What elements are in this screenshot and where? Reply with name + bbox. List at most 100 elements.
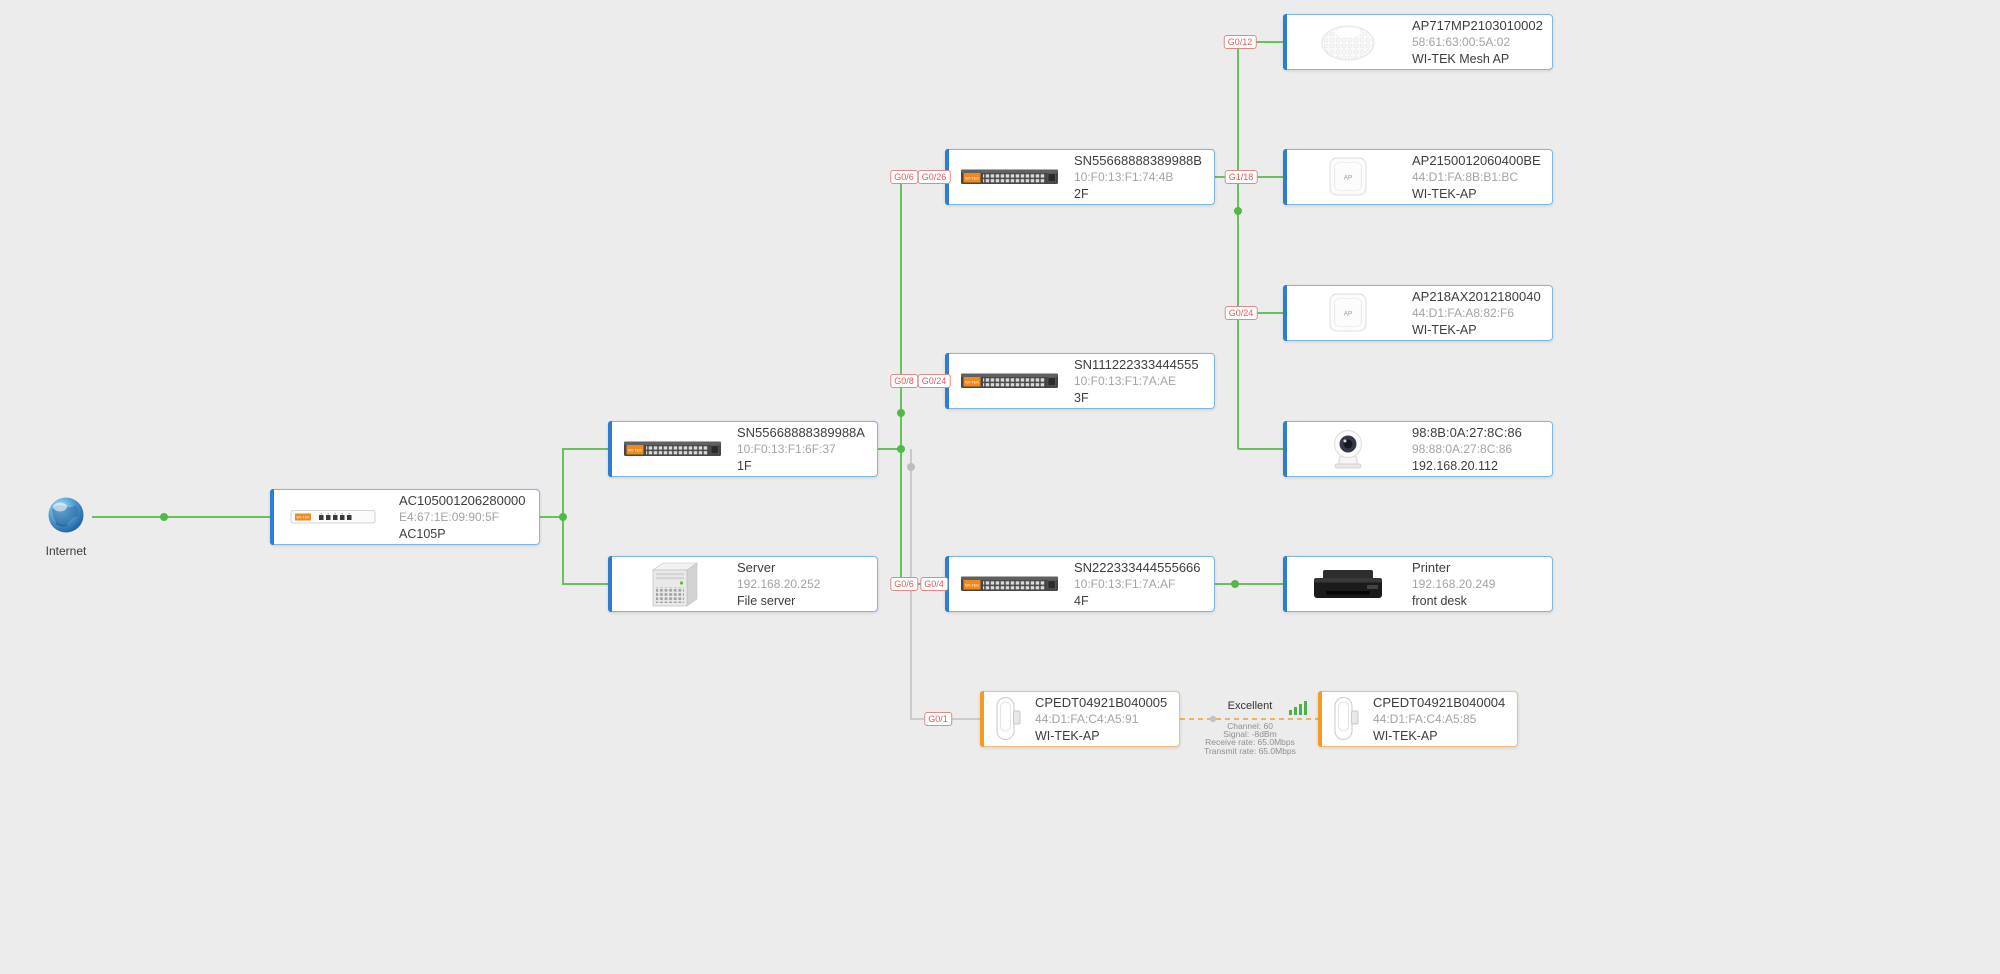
device-name: 4F — [1074, 593, 1089, 608]
port-label-g0-6b: G0/6 — [890, 577, 918, 591]
device-title: CPEDT04921B040005 — [1035, 694, 1168, 710]
device-title: AP2150012060400BE — [1412, 152, 1541, 168]
node-switch-1f[interactable]: WI-TEK SN55668888389988A 10:F0:13:F1:6F:… — [608, 421, 878, 477]
printer-icon — [1314, 570, 1382, 598]
node-cpe-040005[interactable]: CPEDT04921B040005 44:D1:FA:C4:A5:91 WI-T… — [980, 691, 1180, 747]
node-file-server[interactable]: Server 192.168.20.252 File server — [608, 556, 878, 612]
port-label-g0-6: G0/6 — [890, 170, 918, 184]
ap-image: AP — [1284, 155, 1412, 199]
device-mac: 44:D1:FA:C4:A5:91 — [1035, 711, 1139, 726]
device-ip: 192.168.20.112 — [1412, 458, 1498, 473]
device-name: WI-TEK-AP — [1035, 728, 1100, 743]
device-mac: 58:61:63:00:5A:02 — [1412, 34, 1511, 49]
port-label-g0-26: G0/26 — [917, 170, 951, 184]
brand-label: WI-TEK — [965, 582, 979, 587]
mesh-ap-icon — [1321, 25, 1375, 61]
brand-label: WI-TEK — [965, 379, 979, 384]
brand-label: WI-TEK — [296, 516, 310, 520]
device-title: SN55668888389988B — [1074, 152, 1202, 168]
node-internet[interactable]: Internet — [40, 495, 92, 558]
router-image: WI-TEK — [271, 504, 399, 530]
camera-icon — [1334, 430, 1362, 469]
wireless-channel: Channel: 60 — [1227, 721, 1273, 731]
device-ip: 192.168.20.249 — [1412, 576, 1496, 591]
cpe-image — [981, 694, 1035, 744]
node-ap-218ax[interactable]: AP AP218AX2012180040 44:D1:FA:A8:82:F6 W… — [1283, 285, 1553, 341]
switch-image: WI-TEK — [946, 571, 1074, 597]
node-camera[interactable]: 98:8B:0A:27:8C:86 98:88:0A:27:8C:86 192.… — [1283, 421, 1553, 477]
internet-label: Internet — [45, 544, 87, 558]
port-label-g0-4: G0/4 — [920, 577, 948, 591]
cpe-image — [1319, 694, 1373, 744]
device-mac: 10:F0:13:F1:6F:37 — [737, 441, 836, 456]
switch-icon: WI-TEK — [624, 441, 721, 456]
device-title: 98:8B:0A:27:8C:86 — [1412, 424, 1522, 440]
printer-image — [1284, 564, 1412, 604]
router-icon: WI-TEK — [290, 510, 376, 524]
wireless-receive-rate: Receive rate: 65.0Mbps — [1205, 737, 1295, 748]
device-title: AP717MP2103010002 — [1412, 17, 1543, 33]
port-label-g1-18: G1/18 — [1224, 170, 1258, 184]
switch-icon: WI-TEK — [961, 576, 1058, 591]
node-router-ac105p[interactable]: WI-TEK AC105001206280000 E4:67:1E:09:90:… — [270, 489, 540, 545]
ap-image: AP — [1284, 291, 1412, 335]
switch-image: WI-TEK — [946, 164, 1074, 190]
device-name: 3F — [1074, 390, 1089, 405]
port-label-g0-1: G0/1 — [924, 712, 952, 726]
port-label-g0-8: G0/8 — [890, 374, 918, 388]
server-icon — [652, 562, 698, 607]
cpe-icon — [996, 697, 1021, 740]
port-label-g0-12: G0/12 — [1223, 35, 1257, 49]
node-switch-3f[interactable]: WI-TEK SN111222333444555 10:F0:13:F1:7A:… — [945, 353, 1215, 409]
ap-badge-label: AP — [1344, 311, 1353, 318]
node-switch-2f[interactable]: WI-TEK SN55668888389988B 10:F0:13:F1:74:… — [945, 149, 1215, 205]
device-title: AC105001206280000 — [399, 492, 526, 508]
device-title: SN111222333444555 — [1074, 356, 1199, 372]
ap-icon: AP — [1329, 157, 1367, 196]
device-title: AP218AX2012180040 — [1412, 288, 1541, 304]
device-mac: 44:D1:FA:A8:82:F6 — [1412, 305, 1515, 320]
device-ip: 192.168.20.252 — [737, 576, 821, 591]
ap-icon: AP — [1329, 293, 1367, 332]
switch-icon: WI-TEK — [961, 169, 1058, 184]
device-title: SN55668888389988A — [737, 424, 865, 440]
switch-image: WI-TEK — [946, 368, 1074, 394]
device-name: 2F — [1074, 186, 1089, 201]
node-printer[interactable]: Printer 192.168.20.249 front desk — [1283, 556, 1553, 612]
device-name: WI-TEK-AP — [1373, 728, 1438, 743]
device-mac: 44:D1:FA:C4:A5:85 — [1373, 711, 1477, 726]
device-title: SN222333444555666 — [1074, 559, 1201, 575]
device-name: 1F — [737, 458, 752, 473]
device-name: AC105P — [399, 526, 446, 541]
device-name: front desk — [1412, 593, 1467, 608]
device-mac: 44:D1:FA:8B:B1:BC — [1412, 169, 1519, 184]
port-label-g0-24b: G0/24 — [917, 374, 951, 388]
brand-label: WI-TEK — [965, 175, 979, 180]
signal-bars-icon — [1289, 701, 1307, 720]
wireless-quality-label: Excellent — [1227, 700, 1273, 712]
device-mac: 98:88:0A:27:8C:86 — [1412, 441, 1513, 456]
cpe-icon — [1334, 697, 1359, 740]
device-mac: E4:67:1E:09:90:5F — [399, 509, 500, 524]
switch-icon: WI-TEK — [961, 373, 1058, 388]
mesh-ap-image — [1284, 19, 1412, 65]
device-name: WI-TEK Mesh AP — [1412, 51, 1510, 66]
internet-globe-icon — [48, 497, 84, 533]
ap-badge-label: AP — [1344, 175, 1353, 182]
device-title: CPEDT04921B040004 — [1373, 694, 1506, 710]
node-ap-2150[interactable]: AP AP2150012060400BE 44:D1:FA:8B:B1:BC W… — [1283, 149, 1553, 205]
device-name: WI-TEK-AP — [1412, 186, 1477, 201]
brand-label: WI-TEK — [628, 447, 642, 452]
wireless-link-stats: Channel: 60 Signal: -8dBm Receive rate: … — [1193, 722, 1307, 755]
node-mesh-ap[interactable]: AP717MP2103010002 58:61:63:00:5A:02 WI-T… — [1283, 14, 1553, 70]
wireless-signal: Signal: -8dBm — [1223, 729, 1277, 740]
switch-image: WI-TEK — [609, 436, 737, 462]
wireless-transmit-rate: Transmit rate: 65.0Mbps — [1204, 745, 1296, 756]
server-image — [609, 559, 737, 609]
device-title: Server — [737, 559, 776, 575]
node-cpe-040004[interactable]: CPEDT04921B040004 44:D1:FA:C4:A5:85 WI-T… — [1318, 691, 1518, 747]
node-switch-4f[interactable]: WI-TEK SN222333444555666 10:F0:13:F1:7A:… — [945, 556, 1215, 612]
device-name: File server — [737, 593, 796, 608]
